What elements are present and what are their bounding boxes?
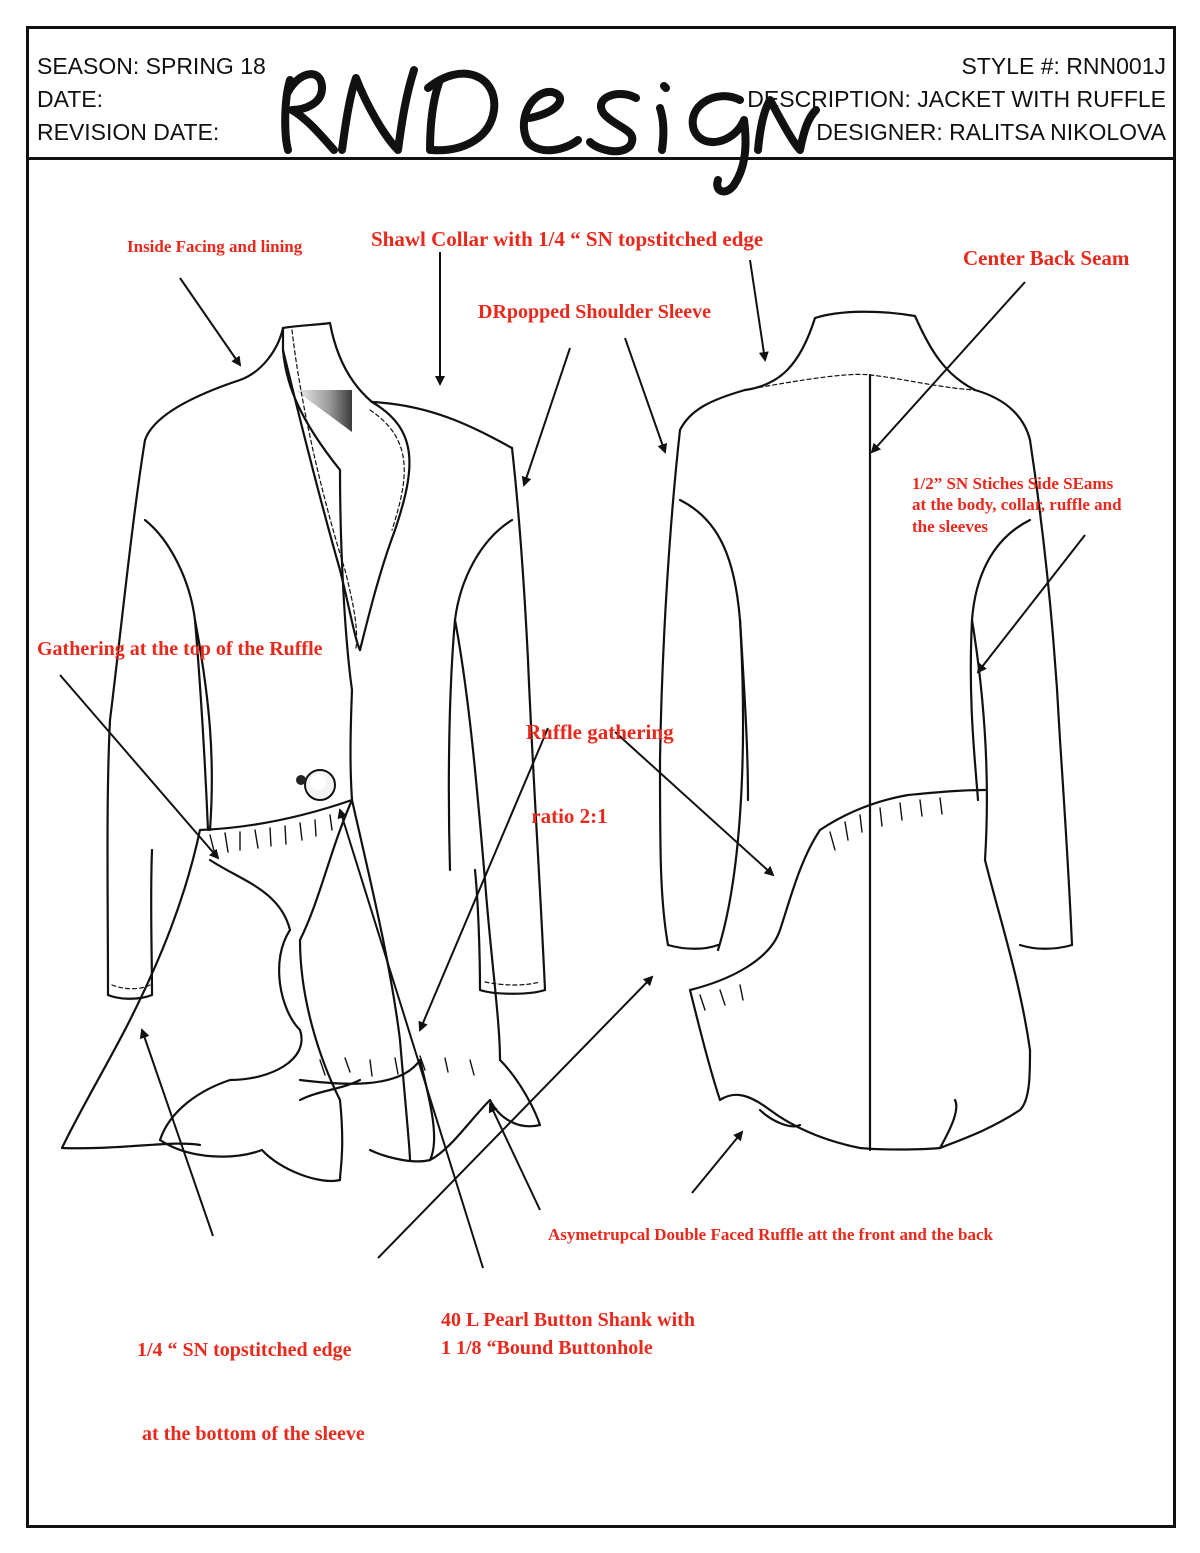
- button-shank: [296, 775, 306, 785]
- note-dropped-shoulder: DRpopped Shoulder Sleeve: [478, 301, 712, 323]
- note-gathering-top: Gathering at the top of the Ruffle: [37, 638, 323, 660]
- note-pearl-button-line: 1 1/8 “Bound Buttonhole: [441, 1337, 653, 1359]
- note-sleeve-edge-line: at the bottom of the sleeve: [137, 1423, 365, 1445]
- note-sleeve-edge: 1/4 “ SN topstitched edge at the bottom …: [137, 1280, 365, 1504]
- note-double-faced-ruffle: Asymetrupcal Double Faced Ruffle att the…: [548, 1225, 993, 1244]
- season-label: SEASON: SPRING 18: [37, 53, 266, 79]
- arrow-gathering-top: [59, 674, 220, 860]
- note-ruffle-ratio: Ruffle gathering ratio 2:1: [526, 662, 674, 886]
- arrow-ruffle-front: [488, 1102, 541, 1211]
- revision-date-label: REVISION DATE:: [37, 119, 220, 145]
- arrow-ruffle-ratio: [418, 727, 549, 1032]
- note-side-seams-line: at the body, collar, ruffle and: [912, 495, 1122, 515]
- arrow-center-back: [870, 281, 1026, 454]
- rn-design-logo: [281, 66, 820, 196]
- arrow-button: [337, 808, 484, 1269]
- note-side-seams: 1/2” SN Stiches Side SEams at the body, …: [912, 473, 1122, 537]
- note-ruffle-ratio-line: Ruffle gathering: [526, 720, 674, 744]
- note-inside-facing: Inside Facing and lining: [127, 237, 303, 256]
- designer-label: DESIGNER: RALITSA NIKOLOVA: [816, 119, 1166, 145]
- style-number-label: STYLE #: RNN001J: [961, 53, 1166, 79]
- date-label: DATE:: [37, 86, 104, 112]
- header-box: [26, 26, 1176, 160]
- annotation-arrows: [59, 252, 1086, 1269]
- note-sleeve-edge-line: 1/4 “ SN topstitched edge: [137, 1339, 352, 1361]
- note-ruffle-ratio-line: ratio 2:1: [526, 804, 608, 828]
- arrow-side-seams: [976, 534, 1086, 674]
- inner-lining-shade: [295, 390, 352, 432]
- note-pearl-button-line: 40 L Pearl Button Shank with: [441, 1309, 695, 1331]
- front-view-jacket: [60, 321, 547, 1183]
- note-center-back: Center Back Seam: [963, 246, 1130, 270]
- arrow-collar-back: [749, 259, 769, 362]
- arrow-dropped-shoulder-back: [624, 337, 668, 454]
- back-view-jacket: [658, 310, 1074, 1152]
- arrow-ruffle-back: [691, 1130, 744, 1194]
- arrow-ruffle-ratio-back: [614, 731, 775, 877]
- arrow-inside-facing: [179, 277, 242, 367]
- arrow-sleeve-edge: [139, 1028, 214, 1237]
- note-side-seams-line: the sleeves: [912, 516, 989, 536]
- button-highlight: [310, 774, 326, 790]
- note-shawl-collar: Shawl Collar with 1/4 “ SN topstitched e…: [371, 227, 764, 251]
- note-side-seams-line: 1/2” SN Stiches Side SEams: [912, 474, 1114, 493]
- note-pearl-button: 40 L Pearl Button Shank with 1 1/8 “Boun…: [441, 1306, 695, 1362]
- arrow-dropped-shoulder-front: [521, 347, 571, 487]
- arrow-sleeve-edge-back: [377, 975, 654, 1259]
